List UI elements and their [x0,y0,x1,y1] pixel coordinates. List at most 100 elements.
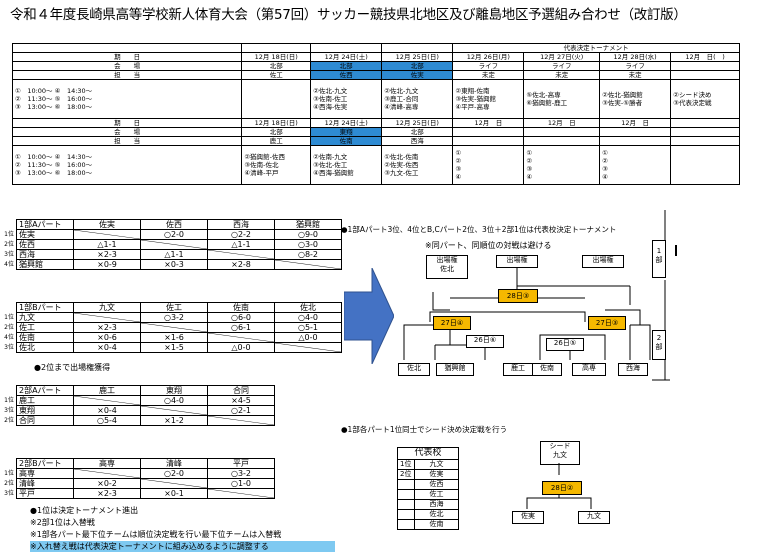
rank-label: 1位 [4,470,14,477]
result-cell: ×1-2 [140,415,208,426]
result-cell: ○3-2 [140,312,208,323]
result-cell: ×2-3 [73,488,141,499]
table-row: 3位東翔×0-4○2-1 [2,405,275,416]
diagonal-cell [274,259,342,270]
table-row: 3位平戸×2-3×0-1 [2,488,275,499]
team-name: 西海 [16,249,74,260]
division-1-label: 1 部 [652,240,666,278]
team-name: 佐実 [16,229,74,240]
part-name: 1部Bパート [16,302,74,313]
rank-label: 3位 [4,490,14,497]
date-cell: 12月 24日(土) [310,118,383,128]
rank-label: 2位 [4,480,14,487]
result-cell: ○1-0 [207,478,275,489]
duty-label: 担 当 [11,70,243,80]
seed-box: シード 九文 [540,441,580,465]
seed-intro: ●1部各パート1位同士でシード決め決定戦を行う [341,425,508,434]
column-header: 合同 [207,385,275,396]
date-cell: 12月 28日(水) [599,52,672,62]
result-cell: ○4-0 [140,395,208,406]
rep-table: 代表校 1位九文 2位佐実 佐西 佐工 西海 佐北 佐南 [397,447,459,530]
result-cell: ×0-9 [73,259,141,270]
diagonal-cell [140,322,208,333]
duty-cell: 佐工 [241,70,312,80]
team-name: 高専 [16,468,74,479]
column-header: 高専 [73,458,141,469]
duty-cell: 鹿工 [241,136,312,146]
tournament-intro: ●1部Aパート3位、4位とB,Cパート2位、3位＋2部1位は代表校決定トーナメン… [341,225,617,234]
note-1: ●1位は決定トーナメント進出 [30,506,139,515]
result-cell: ×0-3 [140,259,208,270]
diagonal-cell [73,468,141,479]
diagonal-cell [207,488,275,499]
date-cell: 12月 25日(日) [381,118,454,128]
date-cell: 12月 日 [523,118,601,128]
date-label: 期 日 [11,118,243,128]
time-slots: ① 10:00～ ④ 14:30～② 11:30～ ⑤ 16:00～③ 13:0… [11,145,243,185]
team-name: 佐北 [16,342,74,353]
sf-right-match: 27日③ [588,316,626,330]
table-row: 3位西海×2-3△1-1○8-2 [2,249,342,260]
match-cell [241,79,312,119]
part-name: 1部Aパート [16,219,74,230]
note-3: ※1部各パート最下位チームは順位決定戦を行い最下位チームは入替戦 [30,530,282,539]
table-row: 1位九文○3-2○6-0○4-0 [2,312,342,323]
venue-cell: 北部 [241,127,312,137]
qual-box-1: 出場権 佐北 [426,255,468,279]
rank-label: 2位 [4,417,14,424]
result-cell: ○5-4 [73,415,141,426]
team-box: 佐北 [398,363,430,376]
result-cell: ○9-0 [274,229,342,240]
tournament-header: 代表決定トーナメント [452,43,740,53]
rank-label: 4位 [4,261,14,268]
column-header: 東翔 [140,385,208,396]
team-name: 佐西 [16,239,74,250]
final-match: 28日③ [498,289,538,303]
rank-label: 3位 [4,407,14,414]
diagonal-cell [73,395,141,406]
date-cell: 12月 26日(月) [452,52,525,62]
qf-left-match: 26日⑥ [466,335,504,348]
venue-cell: 北部 [381,61,454,71]
team-name: 清峰 [16,478,74,489]
venue-cell [670,61,740,71]
date-cell: 12月 日 [599,118,672,128]
date-cell: 12月 18日(日) [241,52,312,62]
team-name: 猶興館 [16,259,74,270]
seed-team-left: 佐実 [512,511,544,524]
table-row: 4位佐南×0-6×1-6△0-0 [2,332,342,343]
duty-cell: 佐西 [310,70,383,80]
result-cell: ○2-2 [207,229,275,240]
date-cell: 12月 27日(火) [523,52,601,62]
rank-label: 1位 [4,397,14,404]
venue-cell: ライフ [452,61,525,71]
result-cell: ○8-2 [274,249,342,260]
division-2-label: 2 部 [652,330,666,360]
venue-label: 会 場 [11,61,243,71]
team-box: 西海 [618,363,648,376]
note-2: ※2部1位は入替戦 [30,518,95,527]
diagonal-cell [140,239,208,250]
result-cell: ×4-5 [207,395,275,406]
result-cell: ○2-1 [207,405,275,416]
venue-label: 会 場 [11,127,243,137]
part-name: 2部Bパート [16,458,74,469]
column-header: 清峰 [140,458,208,469]
qf-right-match: 26日⑤ [546,338,584,351]
date-cell: 12月 日( ) [670,52,740,62]
team-name: 平戸 [16,488,74,499]
table-row: 4位猶興館×0-9×0-3×2-8 [2,259,342,270]
column-header: 佐南 [207,302,275,313]
table-row: 2位合同○5-4×1-2 [2,415,275,426]
table-row: 1位佐実○2-0○2-2○9-0 [2,229,342,240]
